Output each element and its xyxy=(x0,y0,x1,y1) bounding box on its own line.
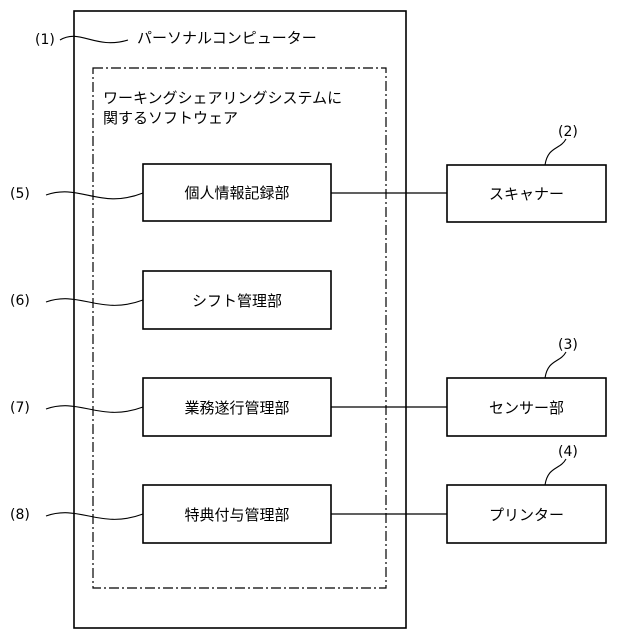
software-title-line1: ワーキングシェアリングシステムに xyxy=(103,88,342,108)
computer-ref: (1) xyxy=(35,33,55,47)
device-label-scanner: スキャナー xyxy=(447,165,606,222)
module-label-personal-info: 個人情報記録部 xyxy=(143,164,331,221)
module-ref-shift: (6) xyxy=(10,294,30,308)
device-ref-sensor: (3) xyxy=(558,338,578,352)
module-label-shift: シフト管理部 xyxy=(143,271,331,329)
device-label-printer: プリンター xyxy=(447,485,606,543)
software-title: ワーキングシェアリングシステムに 関するソフトウェア xyxy=(103,88,342,128)
device-ref-printer: (4) xyxy=(558,445,578,459)
module-ref-personal-info: (5) xyxy=(10,187,30,201)
module-label-benefit: 特典付与管理部 xyxy=(143,485,331,543)
module-ref-task-execution: (7) xyxy=(10,401,30,415)
device-label-sensor: センサー部 xyxy=(447,378,606,436)
module-label-task-execution: 業務遂行管理部 xyxy=(143,378,331,436)
device-ref-scanner: (2) xyxy=(558,125,578,139)
module-ref-benefit: (8) xyxy=(10,508,30,522)
computer-label: パーソナルコンピューター xyxy=(137,31,317,46)
software-title-line2: 関するソフトウェア xyxy=(103,108,342,128)
